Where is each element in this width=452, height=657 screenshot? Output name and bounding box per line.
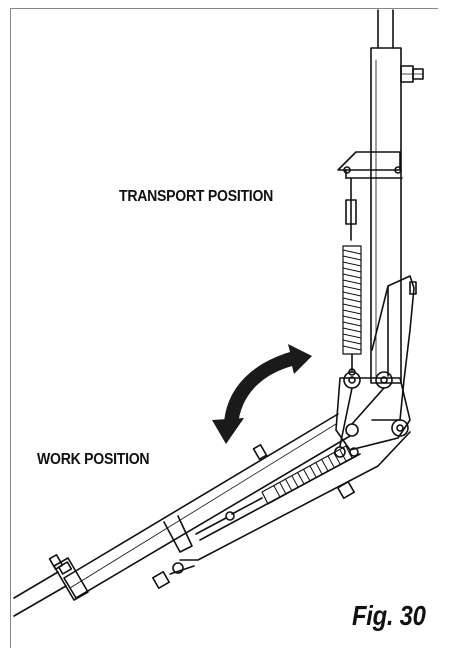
pivot-knuckle xyxy=(334,371,411,458)
side-plate xyxy=(371,275,417,421)
work-spring xyxy=(195,445,359,535)
transport-spring xyxy=(342,245,362,376)
figure-caption: Fig. 30 xyxy=(352,600,426,631)
work-position-label: WORK POSITION xyxy=(37,451,150,468)
transport-position-label: TRANSPORT POSITION xyxy=(119,188,274,205)
figure-frame xyxy=(10,8,438,648)
work-arm xyxy=(13,413,411,617)
curved-double-arrow-icon xyxy=(212,344,312,444)
